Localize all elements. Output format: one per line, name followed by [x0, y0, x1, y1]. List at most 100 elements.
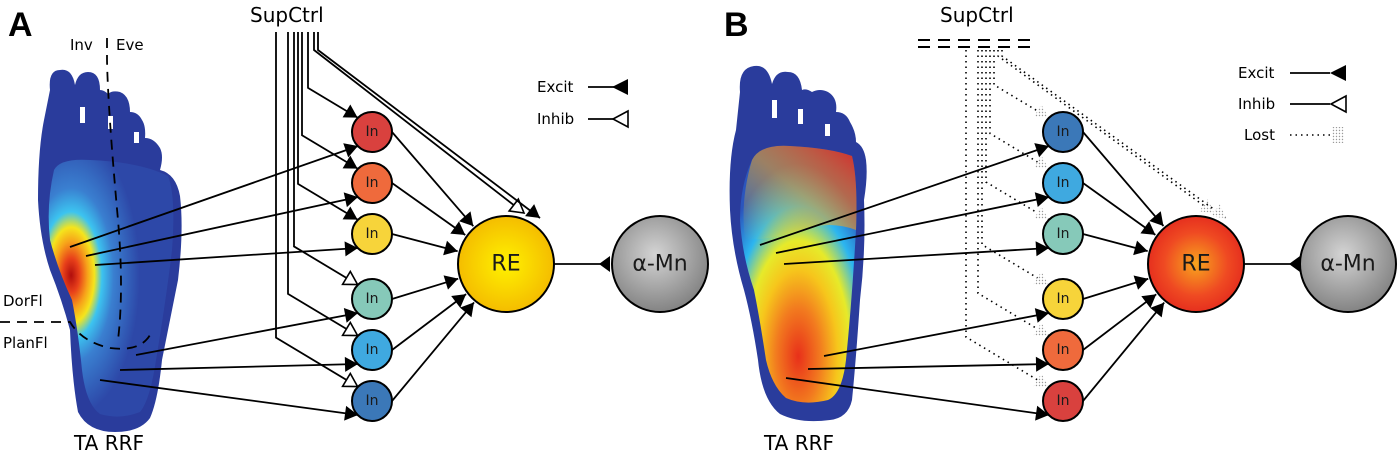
interneuron-node: In	[351, 278, 393, 320]
interneuron-node: In	[1042, 111, 1084, 153]
afferent-line	[783, 247, 1050, 265]
interneuron-to-re-line	[1082, 182, 1156, 236]
excit-synapse-icon	[344, 241, 358, 257]
interneuron-to-re-line	[1082, 301, 1165, 402]
excit-synapse-icon	[342, 104, 358, 118]
legend-excit-label-a: Excit	[537, 78, 574, 96]
inhib-synapse-icon	[341, 269, 359, 286]
supctrl-to-re-line	[1001, 50, 1227, 219]
foot-receptive-field-a	[0, 38, 182, 432]
interneuron-circle	[351, 213, 393, 255]
excit-synapse-icon	[1133, 275, 1149, 290]
excit-synapse-icon	[1150, 302, 1165, 318]
interneuron-node: In	[351, 329, 393, 371]
supctrl-line	[293, 32, 359, 286]
excit-synapse-icon	[1289, 256, 1300, 272]
interneuron-label: In	[365, 226, 378, 242]
interneuron-to-re-line	[391, 301, 475, 402]
afferent-line	[99, 379, 359, 416]
supctrl-line	[993, 50, 1050, 119]
interneuron-circle	[351, 278, 393, 320]
mn-label-a: α-Mn	[632, 252, 687, 277]
excit-synapse-icon	[1034, 143, 1049, 158]
toe-gap	[772, 100, 777, 118]
interneuron-to-re-line	[391, 293, 467, 351]
mn-node-a: α-Mn	[611, 215, 709, 313]
lost-synapse-icon	[1033, 322, 1049, 336]
excit-synapse-icon	[344, 405, 358, 421]
interneuron-circle	[1042, 213, 1084, 255]
interneuron-to-re-line	[1082, 131, 1165, 227]
foot-receptive-field-b	[729, 65, 867, 422]
afferent-line	[807, 363, 1050, 370]
lost-synapse-icon	[1199, 199, 1214, 213]
afferent-line	[94, 247, 359, 266]
plantarflexion-label: PlanFl	[3, 334, 48, 352]
supctrl-pathways-a	[275, 32, 541, 388]
interneuron-label: In	[365, 291, 378, 307]
interneuron-node: In	[351, 213, 393, 255]
inversion-label: Inv	[70, 36, 93, 54]
afferent-line	[85, 196, 359, 257]
interneuron-circle	[351, 162, 393, 204]
mn-circle-a	[611, 215, 709, 313]
interneuron-label: In	[1056, 175, 1069, 191]
interneuron-circle	[1042, 111, 1084, 153]
supctrl-line	[297, 32, 359, 221]
excit-synapse-icon	[1149, 211, 1164, 227]
excit-synapse-icon	[1133, 240, 1148, 256]
supctrl-label-b: SupCtrl	[940, 3, 1014, 27]
interneuron-circle	[351, 380, 393, 422]
afferent-line	[775, 196, 1050, 254]
eversion-label: Eve	[116, 36, 144, 54]
excit-synapse-icon	[1035, 405, 1049, 421]
excit-synapse-icon	[450, 221, 466, 236]
inhib-synapse-icon	[507, 197, 526, 214]
supctrl-line	[287, 32, 359, 337]
re-node-a: RE	[457, 215, 555, 313]
legend-b: Excit Inhib Lost	[1238, 64, 1347, 144]
excit-synapse-icon	[342, 206, 358, 220]
supctrl-line	[307, 32, 359, 119]
lost-synapse-icon	[1332, 127, 1344, 143]
interneuron-circle	[1042, 329, 1084, 371]
interneuron-label: In	[365, 342, 378, 358]
lost-synapse-icon	[1033, 206, 1049, 220]
legend-excit-label-b: Excit	[1238, 64, 1275, 82]
legend-a: Excit Inhib	[537, 78, 629, 129]
supctrl-line	[301, 32, 359, 170]
supctrl-pathways-lost-b	[965, 50, 1227, 388]
foot-label-b: TA RRF	[763, 431, 834, 455]
interneuron-to-re-line	[391, 182, 466, 236]
excit-synapse-icon	[1035, 241, 1049, 257]
afferent-line	[119, 363, 359, 371]
excit-synapse-icon	[343, 308, 358, 323]
excit-synapse-icon	[344, 356, 358, 372]
afferent-pathways-a	[69, 143, 359, 421]
interneuron-node: In	[351, 162, 393, 204]
toe-gap	[134, 132, 139, 143]
inhib-synapse-icon	[611, 109, 629, 129]
supctrl-line	[989, 50, 1050, 170]
excit-synapse-icon	[1330, 65, 1346, 81]
re-label-b: RE	[1181, 252, 1210, 277]
dorsiflexion-label: DorFl	[3, 292, 43, 310]
afferent-line	[759, 145, 1050, 246]
re-label-a: RE	[491, 252, 520, 277]
supctrl-line	[977, 50, 1050, 337]
supctrl-line	[275, 32, 359, 388]
interneuron-to-re-line	[1082, 293, 1157, 351]
afferent-line	[823, 312, 1050, 357]
excit-synapse-icon	[451, 294, 467, 308]
excit-synapse-icon	[1140, 221, 1156, 235]
inhib-synapse-icon	[341, 320, 359, 337]
excit-synapse-icon	[443, 240, 458, 256]
lost-synapse-icon	[1033, 155, 1049, 169]
interneuron-circle	[1042, 380, 1084, 422]
legend-lost-label-b: Lost	[1244, 126, 1275, 144]
afferent-line	[69, 145, 359, 248]
foot-heatmap-a	[48, 159, 174, 417]
